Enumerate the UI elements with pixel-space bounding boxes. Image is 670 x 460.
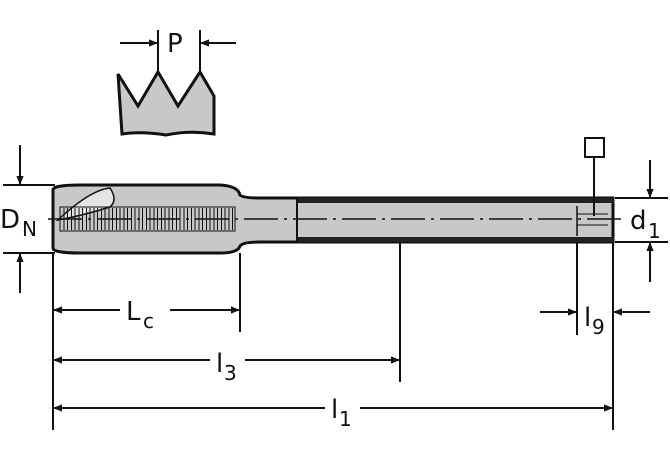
l1-label: l (331, 395, 338, 425)
l9-dimension: l 9 (540, 303, 650, 339)
lc-dimension: L c (53, 297, 240, 333)
l3-dimension: l 3 (53, 349, 400, 385)
l9-sub: 9 (592, 315, 605, 339)
square-icon (584, 137, 605, 158)
lc-sub: c (143, 309, 154, 333)
d1-label: d (630, 206, 647, 236)
l9-label: l (584, 303, 591, 333)
tap-body (48, 183, 625, 255)
l1-sub: 1 (339, 407, 352, 431)
dn-dimension: D N (0, 145, 55, 293)
d1-sub: 1 (648, 219, 661, 243)
d1-dimension: d 1 (615, 160, 668, 282)
dn-sub: N (22, 217, 37, 241)
l3-label: l (216, 349, 223, 379)
l3-sub: 3 (224, 361, 237, 385)
l1-dimension: l 1 (53, 395, 613, 431)
lc-label: L (126, 297, 141, 327)
thread-profile: P (116, 29, 236, 137)
dn-label: D (0, 205, 20, 235)
pitch-label: P (167, 29, 183, 59)
